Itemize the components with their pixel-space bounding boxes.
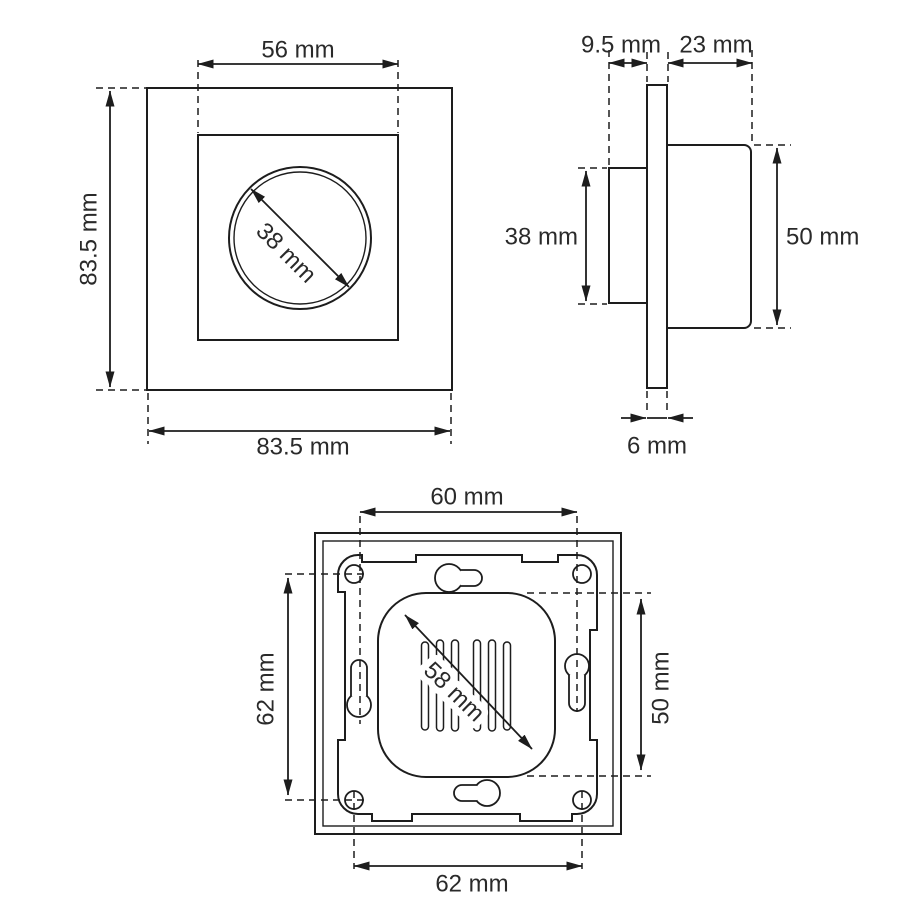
dim-arrow-58mm-diagonal [404,614,533,750]
keyhole-bottom-stem [453,784,477,802]
dim-label-outer-height: 83.5 mm [76,192,103,285]
vent-slot [502,641,512,731]
dim-label-mechanism-height: 50 mm [648,651,675,724]
keyhole-top-stem [460,569,483,587]
dim-label-keyhole-spacing: 60 mm [430,484,503,511]
dim-label-knob-height: 38 mm [505,224,578,251]
back-outer-frame [314,532,622,835]
keyhole-right-stem [568,675,586,712]
dim-label-plate-thickness: 6 mm [627,433,687,460]
back-inner-frame [322,540,614,827]
back-mounting-plate [337,554,598,822]
side-faceplate [646,84,668,389]
side-knob [608,167,648,304]
dim-arrow-38mm-diameter [250,188,350,288]
back-mechanism-cover [377,592,556,778]
vent-slot [487,639,497,732]
screw-hole-top-right [572,564,592,584]
dim-label-inner-width: 56 mm [261,37,334,64]
side-view: 9.5 mm 23 mm 38 mm 50 mm 6 mm [505,32,860,460]
side-back-box [667,144,752,329]
front-outer-frame [146,87,453,391]
dim-label-screw-spacing-horizontal: 62 mm [435,871,508,898]
keyhole-left [346,692,372,718]
dim-label-outer-width: 83.5 mm [256,434,349,461]
keyhole-left-stem [350,659,368,696]
keyhole-bottom [473,779,501,807]
dim-label-screw-spacing-vertical: 62 mm [253,652,280,725]
back-view: 60 mm 62 mm 50 mm 62 mm 58 mm [253,484,675,898]
front-inner-frame [197,134,399,341]
front-knob-circle-outer [228,166,372,310]
front-knob-circle-inner [233,171,367,305]
dim-label-box-depth: 23 mm [679,32,752,59]
dim-label-knob-depth: 9.5 mm [581,32,661,59]
keyhole-top [434,563,464,593]
dim-label-box-height: 50 mm [786,224,859,251]
dim-label-knob-diameter: 38 mm [251,218,322,289]
vent-slot [420,641,430,731]
front-view: 56 mm 83.5 mm 83.5 mm 38 mm [76,37,453,461]
